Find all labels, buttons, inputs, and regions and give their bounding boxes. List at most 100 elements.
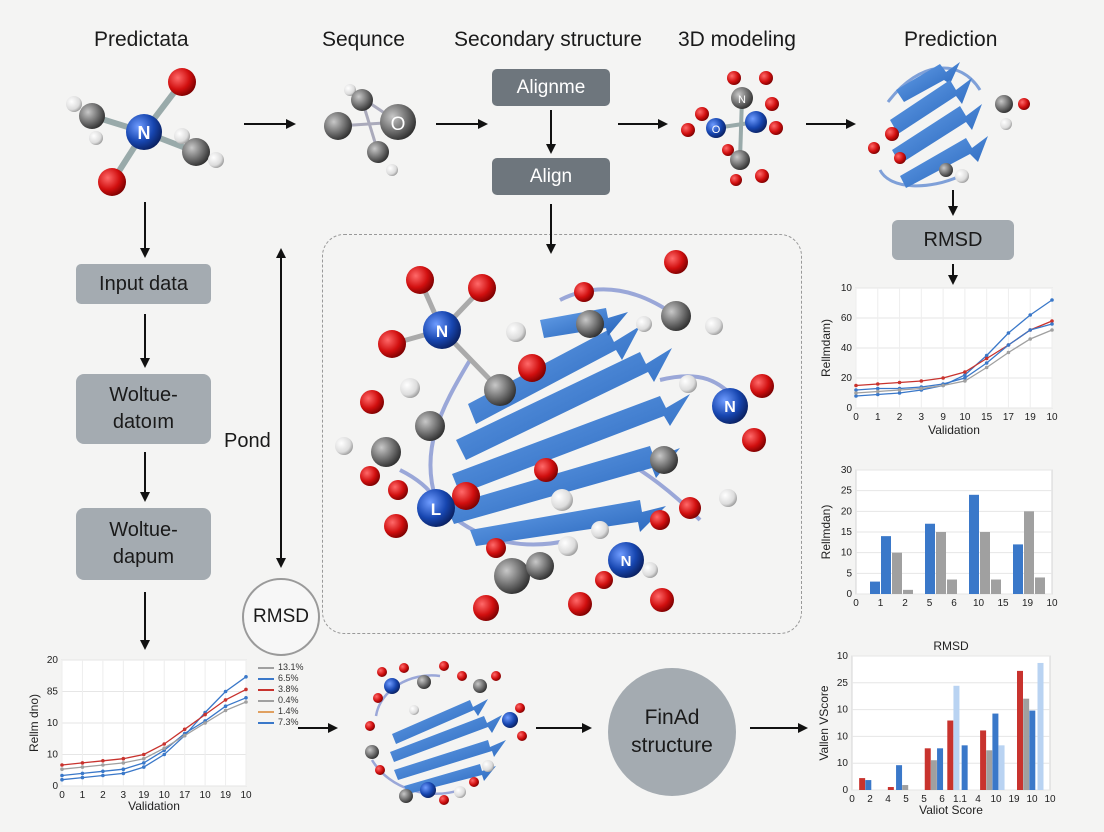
stage-sequnce: Sequnce bbox=[322, 28, 405, 51]
chart-0-point bbox=[963, 373, 967, 377]
chart-0-point bbox=[854, 394, 858, 398]
chart-3-point bbox=[244, 687, 248, 692]
atom-n-label: N bbox=[138, 123, 151, 143]
chart-0-y-tick: 20 bbox=[841, 373, 853, 384]
chart-1-bar bbox=[870, 581, 880, 594]
chart-0-x-tick: 10 bbox=[959, 412, 971, 423]
chart-2-bar bbox=[902, 785, 909, 790]
chart-1-bar bbox=[1013, 544, 1023, 594]
chart-3-x-tick: 2 bbox=[100, 790, 106, 801]
chart-1-x-tick: 6 bbox=[951, 598, 957, 609]
chart-1-bar bbox=[969, 494, 979, 594]
chart-0-point bbox=[897, 388, 902, 392]
chart-3-x-tick: 19 bbox=[220, 790, 232, 801]
woltue-datoim-line1: Woltue- bbox=[109, 384, 178, 406]
chart-0-point bbox=[854, 383, 858, 388]
chart-2-x-tick: 4 bbox=[885, 794, 891, 805]
chart-0-x-tick: 2 bbox=[897, 412, 903, 423]
chart-3-point bbox=[162, 742, 167, 746]
protein-frame bbox=[322, 234, 802, 634]
chart-3-point bbox=[121, 767, 126, 771]
chart-0-point bbox=[1050, 319, 1054, 323]
chart-0-point bbox=[1028, 337, 1033, 341]
chart-0-point bbox=[984, 353, 989, 358]
chart-1-y-tick: 30 bbox=[841, 465, 853, 476]
center-atom-n3: N bbox=[621, 553, 632, 570]
chart-0-point bbox=[1050, 298, 1054, 302]
chart-1-y-tick: 0 bbox=[846, 589, 852, 600]
chart-0-point bbox=[897, 391, 902, 395]
chart-2-bar bbox=[992, 713, 999, 790]
chart-0-point bbox=[919, 386, 924, 391]
chart-3-x-tick: 10 bbox=[200, 790, 212, 801]
chart-0-y-tick: 10 bbox=[841, 283, 853, 294]
legend-label: 0.4% bbox=[278, 695, 299, 705]
woltue-dapum-line1: Woltue- bbox=[109, 519, 178, 541]
align-box: Align bbox=[492, 158, 610, 195]
chart-2-y-tick: 0 bbox=[842, 785, 848, 796]
chart-3-point bbox=[101, 769, 105, 774]
chart-3-point bbox=[101, 763, 105, 767]
chart-0-point bbox=[963, 370, 967, 374]
chart-3-point bbox=[141, 752, 146, 757]
chart-3-point bbox=[244, 700, 248, 704]
chart-2-bar bbox=[930, 760, 937, 790]
legend-swatch bbox=[258, 721, 274, 724]
chart-3-point bbox=[203, 712, 207, 717]
chart-0-point bbox=[984, 356, 989, 361]
legend-entry: 0.4% bbox=[258, 695, 304, 706]
legend-entry: 6.5% bbox=[258, 673, 304, 684]
chart-3-point bbox=[141, 765, 146, 769]
legend-label: 1.4% bbox=[278, 706, 299, 716]
chart-1-bar bbox=[925, 523, 935, 594]
center-atom-n2: N bbox=[724, 399, 736, 416]
stage-predictata: Predictata bbox=[94, 28, 189, 51]
woltue-datoim-line2: datoım bbox=[112, 411, 175, 433]
chart-0-point bbox=[1006, 331, 1011, 335]
chart-2-x-tick: 2 bbox=[867, 794, 873, 805]
chart-3-y-tick: 20 bbox=[47, 655, 59, 666]
molecule-3d-modeling: N O bbox=[681, 71, 783, 186]
legend-swatch bbox=[258, 666, 274, 669]
chart-2-x-tick: 5 bbox=[921, 794, 927, 805]
chart-0-point bbox=[919, 379, 924, 383]
chart-3-x-tick: 19 bbox=[138, 790, 150, 801]
chart-0-point bbox=[897, 380, 902, 385]
chart-2-bar bbox=[859, 778, 866, 790]
legend-label: 13.1% bbox=[278, 662, 304, 672]
chart-3-y-label: Rellm dno) bbox=[27, 694, 41, 752]
chart-2-x-tick: 19 bbox=[1008, 794, 1020, 805]
chart-1-x-tick: 15 bbox=[997, 598, 1009, 609]
chart-0-point bbox=[984, 365, 989, 370]
chart-2-x-tick: 1.1 bbox=[953, 794, 967, 805]
center-atom-n1: N bbox=[436, 322, 448, 341]
chart-1-y-tick: 20 bbox=[841, 506, 853, 517]
chart-1-bar bbox=[991, 579, 1001, 594]
chart-0-x-tick: 17 bbox=[1003, 412, 1015, 423]
chart-2-bar bbox=[1029, 710, 1036, 790]
final-structure-line2: structure bbox=[631, 734, 713, 757]
chart-3-series-line bbox=[61, 688, 247, 766]
chart-2-bar bbox=[937, 748, 944, 790]
chart-0-point bbox=[963, 376, 967, 380]
chart-1-x-tick: 5 bbox=[927, 598, 933, 609]
chart-0-point bbox=[1050, 328, 1054, 332]
chart-2-bar bbox=[887, 787, 894, 790]
chart-3-point bbox=[121, 771, 126, 776]
chart-3-point bbox=[60, 777, 64, 782]
chart-0-series-line bbox=[855, 329, 1053, 394]
chart-3-point bbox=[101, 759, 105, 763]
chart-3-x-tick: 10 bbox=[240, 790, 252, 801]
chart-0-point bbox=[1050, 322, 1054, 326]
chart-0-point bbox=[875, 386, 880, 391]
chart-3-x-tick: 17 bbox=[179, 790, 191, 801]
chart-0-y-tick: 40 bbox=[841, 343, 853, 354]
chart-3-point bbox=[121, 761, 126, 765]
chart-2-x-label: Valiot Score bbox=[919, 803, 983, 817]
chart-3-series-line bbox=[61, 701, 247, 770]
chart-2-x-tick: 10 bbox=[990, 794, 1002, 805]
chart-0-point bbox=[875, 389, 880, 394]
chart-1-bar bbox=[1035, 577, 1045, 594]
chart-1-bar bbox=[881, 536, 891, 594]
chart-2-bar bbox=[865, 780, 872, 790]
